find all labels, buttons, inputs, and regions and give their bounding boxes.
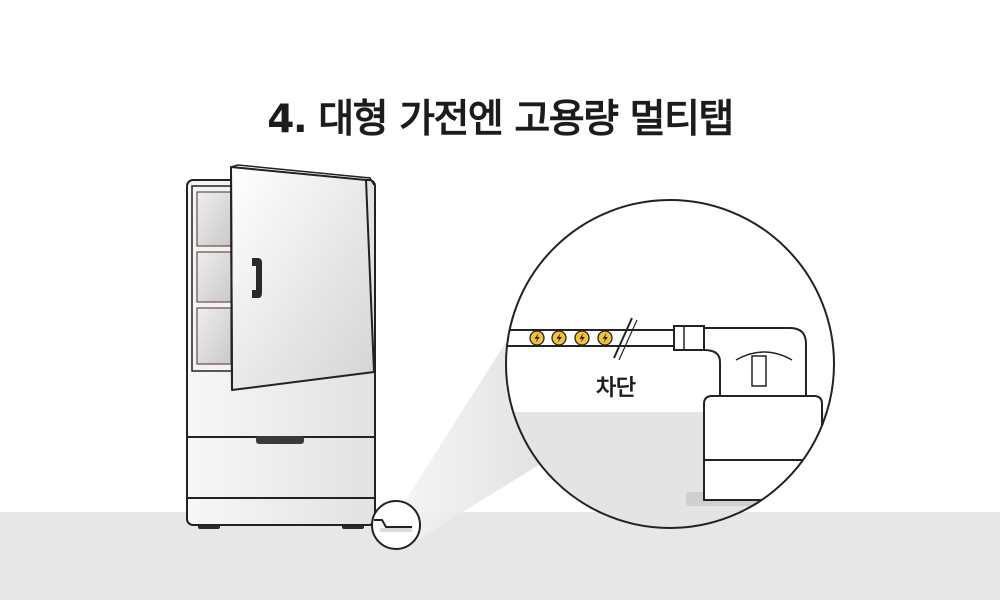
lightning-badges (529, 330, 613, 346)
floor (0, 512, 1000, 600)
power-strip (506, 329, 681, 347)
zoom-circle (505, 199, 835, 529)
plug-adapter (703, 395, 823, 501)
detail-marker (371, 500, 421, 550)
lightning-icon (597, 330, 613, 346)
page-title: 4. 대형 가전엔 고용량 멀티탭 (267, 97, 734, 142)
refrigerator (186, 164, 376, 529)
fridge-door (230, 166, 375, 391)
lightning-icon (529, 330, 545, 346)
cutoff-label: 차단 (596, 376, 636, 401)
door-handle (252, 258, 262, 298)
lightning-icon (574, 330, 590, 346)
lightning-icon (551, 330, 567, 346)
